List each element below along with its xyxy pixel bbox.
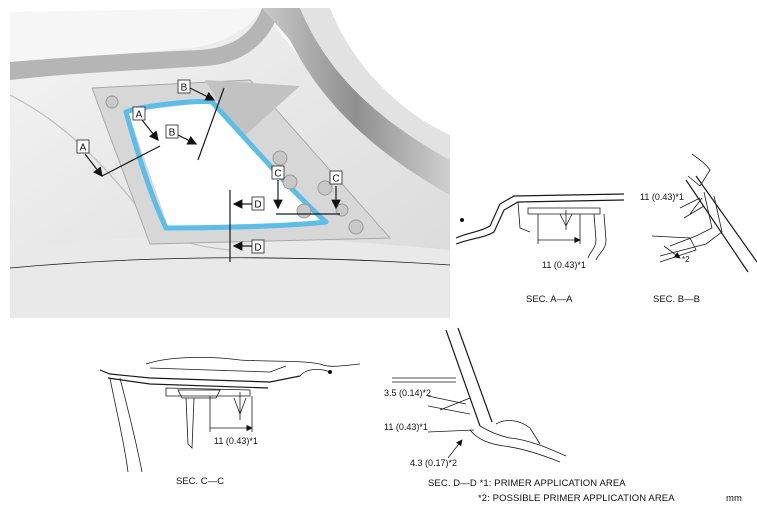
section-d-d-title: SEC. D—D (428, 478, 477, 489)
vehicle-quarter-glass-render: A A B B C C D D (9, 8, 451, 318)
section-a-a-title: SEC. A—A (526, 294, 573, 305)
legend-possible-primer-application-area: *2: POSSIBLE PRIMER APPLICATION AREA (478, 493, 675, 504)
section-b-b-title: SEC. B—B (653, 294, 700, 305)
section-d-d-dimension-2: 11 (0.43)*1 (384, 422, 428, 432)
section-c-c-dimension: 11 (0.43)*1 (214, 436, 258, 446)
section-marker-c-left: C (271, 165, 285, 180)
section-c-c-title: SEC. C—C (176, 476, 224, 487)
section-d-d-drawing (392, 327, 567, 463)
section-d-d-title-and-note-1: SEC. D—D *1: PRIMER APPLICATION AREA (428, 478, 626, 489)
section-b-b-drawing (651, 153, 757, 273)
svg-text:D: D (254, 243, 261, 254)
section-marker-b-bottom: B (165, 124, 179, 139)
legend-primer-application-area: *1: PRIMER APPLICATION AREA (479, 478, 626, 489)
section-a-a-drawing (455, 193, 625, 261)
svg-text:A: A (136, 110, 143, 121)
svg-text:D: D (254, 200, 261, 211)
section-b-b-dimension-2: *2 (682, 255, 690, 264)
section-d-d-dimension-3: 4.3 (0.17)*2 (410, 458, 457, 468)
section-marker-b-top: B (177, 79, 191, 94)
section-a-a-dimension: 11 (0.43)*1 (542, 260, 586, 270)
svg-text:B: B (181, 83, 188, 94)
svg-text:C: C (274, 169, 281, 180)
section-b-b-dimension-1: 11 (0.43)*1 (640, 192, 684, 202)
section-marker-c-right: C (329, 170, 343, 185)
section-marker-a-left: A (76, 139, 90, 154)
svg-text:A: A (80, 143, 87, 154)
svg-text:B: B (169, 128, 176, 139)
section-marker-d-top: D (251, 196, 265, 211)
clip-bosses (105, 95, 364, 235)
section-marker-d-bottom: D (251, 239, 265, 254)
section-c-c-drawing (99, 356, 361, 473)
unit-label: mm (726, 493, 743, 504)
section-d-d-dimension-1: 3.5 (0.14)*2 (384, 388, 431, 398)
section-marker-a-right: A (132, 106, 146, 121)
svg-text:C: C (332, 174, 339, 185)
primer-application-bead (123, 99, 329, 231)
